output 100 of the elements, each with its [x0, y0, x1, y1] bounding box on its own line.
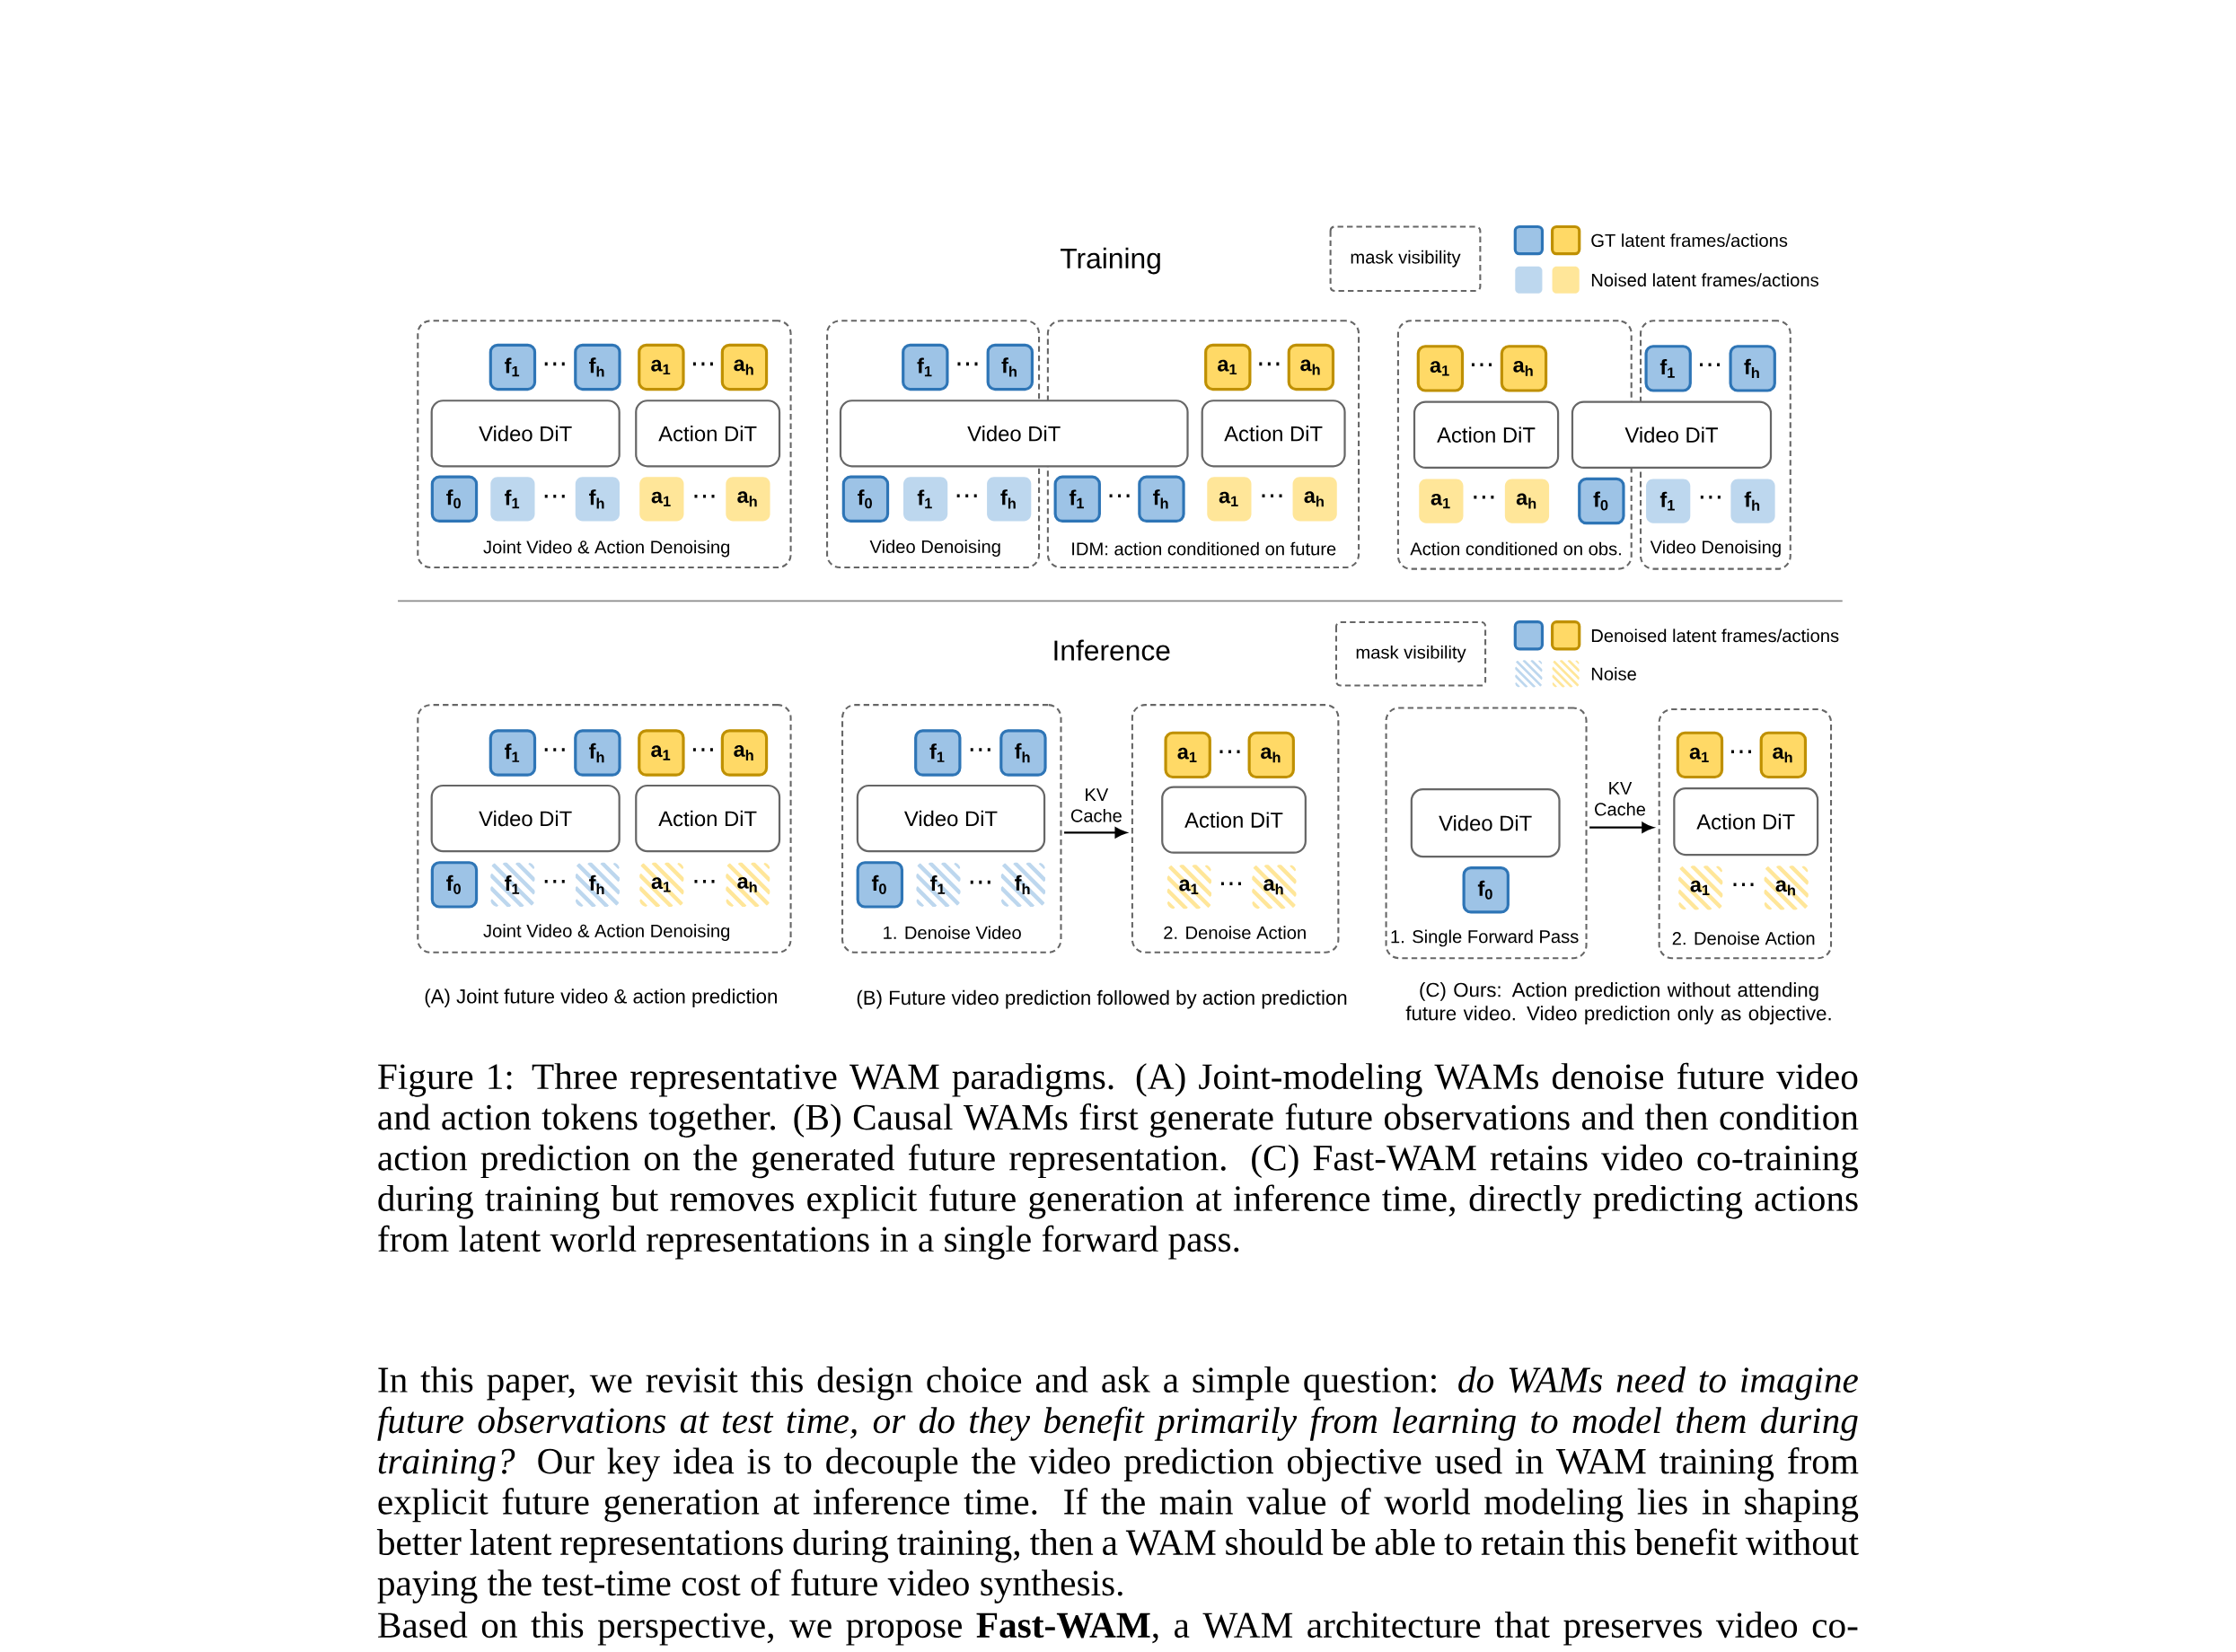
subfigure-caption: (B) Future video prediction followed by action prediction [857, 989, 1347, 1009]
token-tile: f$_{h}$ [1729, 345, 1776, 392]
token-tile: f$_{1}$ [489, 729, 537, 777]
legend-key: mask visibility [1334, 621, 1487, 687]
ellipsis: ⋯ [1471, 363, 1492, 366]
token-tile: a$_{1}$ [1164, 731, 1211, 779]
ellipsis: ⋯ [692, 362, 713, 366]
ellipsis: ⋯ [1262, 494, 1282, 497]
ellipsis: ⋯ [1474, 496, 1494, 499]
token-tile: f$_{1}$ [489, 343, 537, 391]
token-tile: f$_{1}$ [916, 862, 961, 907]
token-tile: a$_{1}$ [1678, 866, 1723, 910]
legend-text: GT latent frames/actions [1591, 233, 1788, 247]
token-tile: a$_{h}$ [1504, 479, 1550, 523]
token-tile: a$_{1}$ [638, 343, 685, 391]
token-tile: a$_{h}$ [726, 862, 770, 907]
token-tile: a$_{1}$ [1204, 343, 1252, 391]
token-tile: a$_{h}$ [1759, 731, 1808, 779]
edge-label: KV Cache [1064, 786, 1128, 825]
token-tile: a$_{1}$ [1416, 345, 1465, 392]
token-tile: a$_{1}$ [1419, 479, 1464, 523]
token-tile: f$_{0}$ [430, 475, 479, 523]
ellipsis: ⋯ [1219, 750, 1240, 754]
legend-text: Noise [1591, 666, 1636, 681]
model-block: Action DiT [1413, 400, 1560, 469]
token-tile: f$_{h}$ [1730, 479, 1775, 523]
section-heading: Training [1061, 247, 1160, 275]
token-tile: f$_{1}$ [490, 477, 535, 522]
model-block: Video DiT [856, 784, 1046, 853]
token-tile: f$_{h}$ [1000, 862, 1046, 907]
token-tile: f$_{1}$ [1644, 345, 1692, 392]
subfigure-caption: (A) Joint future video & action prediction [425, 989, 777, 1007]
token-tile: a$_{h}$ [1247, 731, 1295, 779]
ellipsis: ⋯ [544, 880, 565, 883]
token-tile: f$_{1}$ [902, 343, 949, 391]
ellipsis: ⋯ [1700, 363, 1721, 366]
token-tile: a$_{h}$ [1287, 343, 1335, 391]
token-tile: f$_{h}$ [574, 343, 621, 391]
ellipsis: ⋯ [544, 748, 565, 751]
token-tile: a$_{h}$ [1292, 477, 1337, 522]
model-block: Video DiT [430, 784, 621, 853]
ellipsis: ⋯ [1220, 882, 1241, 885]
token-tile: a$_{h}$ [726, 477, 770, 522]
token-tile: f$_{0}$ [856, 861, 904, 909]
model-block: Action DiT [1161, 786, 1307, 854]
ellipsis: ⋯ [957, 362, 978, 366]
token-tile: f$_{0}$ [430, 861, 479, 909]
model-block: Video DiT [1571, 400, 1773, 469]
token-tile: f$_{1}$ [1053, 475, 1101, 523]
model-block: Action DiT [1201, 400, 1346, 468]
token-tile: f$_{0}$ [1578, 477, 1625, 525]
ellipsis: ⋯ [970, 748, 990, 751]
legend-text: Denoised latent frames/actions [1591, 628, 1839, 643]
ellipsis: ⋯ [970, 880, 990, 884]
ellipsis: ⋯ [1731, 750, 1751, 754]
model-block: Action DiT [635, 784, 781, 853]
token-tile: f$_{1}$ [903, 477, 948, 522]
ellipsis: ⋯ [956, 494, 977, 497]
token-tile: a$_{h}$ [1764, 866, 1809, 910]
token-tile: a$_{h}$ [1500, 345, 1548, 392]
legend-text: Noised latent frames/actions [1591, 273, 1818, 287]
token-tile: a$_{h}$ [720, 729, 769, 777]
token-tile: a$_{h}$ [1252, 865, 1297, 909]
token-tile: f$_{1}$ [1646, 479, 1691, 523]
token-tile: f$_{h}$ [575, 477, 620, 522]
ellipsis: ⋯ [692, 748, 713, 751]
figure-caption: Figure 1: Three representative WAM paradigms. (A) Joint-modeling WAMs denoise future video and action tokens together. (B) Causal WAMs first generate future observations and then condition action prediction on the generated future representation. (C) Fast-WAM retains video co-training during training but removes explicit future generation at inference time, directly predicting actions from latent world representations in a single forward pass. [378, 1062, 1859, 1260]
model-block: Video DiT [430, 400, 621, 468]
token-tile: f$_{1}$ [490, 862, 535, 907]
token-tile: a$_{h}$ [720, 343, 769, 391]
legend-key: mask visibility [1329, 225, 1482, 292]
ellipsis: ⋯ [1109, 494, 1130, 497]
model-block: Action DiT [1673, 787, 1819, 857]
token-tile: f$_{h}$ [1138, 475, 1185, 523]
token-tile: a$_{1}$ [639, 862, 684, 907]
section-heading: Inference [1054, 639, 1170, 661]
ellipsis: ⋯ [1700, 496, 1721, 499]
model-block: Video DiT [1410, 788, 1561, 858]
token-tile: f$_{h}$ [987, 477, 1032, 522]
model-block: Video DiT [839, 400, 1189, 468]
token-tile: f$_{0}$ [841, 475, 890, 523]
body-text: Based on this perspective, we propose Fast-WAM, a WAM architecture that preserves video co- [378, 1612, 1858, 1646]
edge-label: KV Cache [1589, 778, 1651, 819]
ellipsis: ⋯ [1733, 883, 1754, 887]
arrow [1064, 827, 1127, 839]
token-tile: a$_{1}$ [639, 477, 684, 522]
ellipsis: ⋯ [544, 494, 565, 498]
token-tile: a$_{1}$ [1166, 865, 1212, 909]
token-tile: a$_{1}$ [1207, 477, 1252, 522]
ellipsis: ⋯ [544, 362, 565, 366]
token-tile: a$_{1}$ [638, 729, 685, 777]
token-tile: f$_{h}$ [575, 862, 620, 907]
token-tile: a$_{1}$ [1676, 731, 1724, 779]
token-tile: f$_{0}$ [1462, 866, 1510, 914]
ellipsis: ⋯ [694, 880, 715, 883]
body-text: In this paper, we revisit this design choice and ask a simple question: do WAMs need to imagine future observations at test time, or do they benefit primarily from learning to model them during training? Our key idea is to decouple the video prediction objective used in WAM training from explicit future generation at inference time. If the main value of world modeling lies in shaping better latent representations during training, then a WAM should be able to retain this benefit without paying the test-time cost of future video synthesis. [376, 1366, 1859, 1604]
ellipsis: ⋯ [1259, 362, 1280, 366]
token-tile: f$_{h}$ [574, 729, 621, 777]
ellipsis: ⋯ [694, 494, 715, 498]
token-tile: f$_{h}$ [999, 729, 1047, 777]
